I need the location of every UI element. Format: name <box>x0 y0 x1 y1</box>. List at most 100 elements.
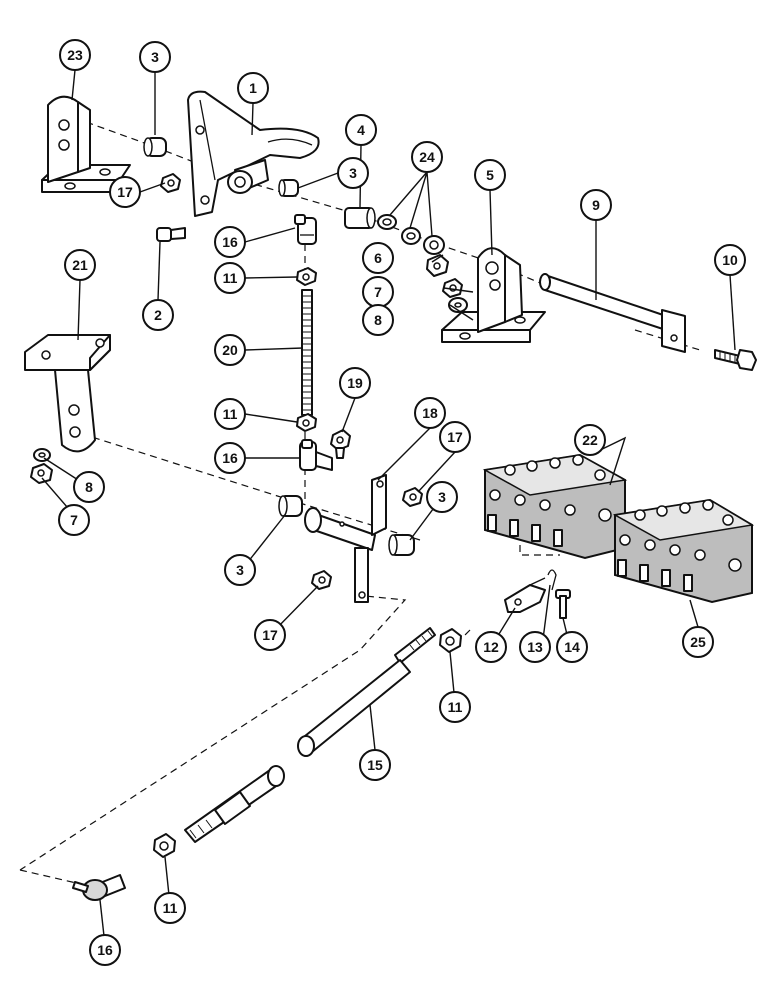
callout-11-lower: 11 <box>154 892 186 924</box>
callout-10: 10 <box>714 244 746 276</box>
bushing-3-top-left <box>143 137 167 157</box>
washer-8-right <box>448 297 468 313</box>
control-rod-15 <box>184 627 436 843</box>
svg-text:11: 11 <box>223 270 238 286</box>
svg-text:11: 11 <box>448 699 463 715</box>
svg-text:7: 7 <box>70 512 78 528</box>
callout-2: 2 <box>142 299 174 331</box>
svg-text:22: 22 <box>582 432 598 448</box>
control-valve-22 <box>482 453 628 560</box>
grease-fitting-19 <box>330 429 351 459</box>
svg-text:9: 9 <box>592 197 600 213</box>
fitting-16-upper <box>294 214 317 245</box>
clevis-12 <box>504 577 546 613</box>
ball-joint-16-lower <box>72 874 126 901</box>
callout-16-upper: 16 <box>214 226 246 258</box>
svg-text:18: 18 <box>422 405 438 421</box>
svg-text:16: 16 <box>97 942 113 958</box>
callout-1: 1 <box>237 72 269 104</box>
pedal-lever-1 <box>187 90 320 217</box>
callout-4: 4 <box>345 114 377 146</box>
nut-6 <box>426 254 449 277</box>
svg-text:3: 3 <box>438 489 446 505</box>
callout-16-lower: 16 <box>89 934 121 966</box>
washer-8-left <box>33 448 51 462</box>
callout-5: 5 <box>474 159 506 191</box>
fitting-16-middle <box>299 439 333 471</box>
bracket-23 <box>41 95 131 193</box>
nut-11-upper <box>296 267 317 286</box>
svg-text:20: 20 <box>222 342 238 358</box>
bushing-3-top-right <box>278 179 299 197</box>
svg-text:13: 13 <box>527 639 543 655</box>
svg-text:16: 16 <box>222 450 238 466</box>
callout-16-middle: 16 <box>214 442 246 474</box>
callout-13: 13 <box>519 631 551 663</box>
svg-text:3: 3 <box>151 49 159 65</box>
svg-text:19: 19 <box>347 375 363 391</box>
svg-text:11: 11 <box>223 406 238 422</box>
spacer-4 <box>344 207 376 229</box>
callout-11-right: 11 <box>439 691 471 723</box>
svg-text:25: 25 <box>690 634 706 650</box>
svg-text:17: 17 <box>447 429 463 445</box>
control-valve-25 <box>612 498 755 604</box>
callout-17-middle-right: 17 <box>439 421 471 453</box>
svg-text:23: 23 <box>67 47 83 63</box>
callout-18: 18 <box>414 397 446 429</box>
svg-text:12: 12 <box>483 639 499 655</box>
callout-23: 23 <box>59 39 91 71</box>
callout-3-middle-left: 3 <box>224 554 256 586</box>
shaft-9 <box>539 273 686 353</box>
callout-3-top-right: 3 <box>337 157 369 189</box>
svg-text:1: 1 <box>249 80 257 96</box>
svg-text:17: 17 <box>117 184 133 200</box>
callout-15: 15 <box>359 749 391 781</box>
nut-17-lower <box>311 570 332 590</box>
callout-6: 6 <box>362 242 394 274</box>
svg-text:3: 3 <box>236 562 244 578</box>
nut-17-middle-right <box>402 487 423 507</box>
svg-text:6: 6 <box>374 250 382 266</box>
callout-11-middle: 11 <box>214 398 246 430</box>
bolt-10 <box>714 349 757 371</box>
nut-11-middle <box>296 413 317 432</box>
nut-7-right <box>442 278 463 298</box>
nut-11-right <box>439 628 462 653</box>
svg-text:16: 16 <box>222 234 238 250</box>
bracket-21 <box>24 334 111 453</box>
washers-24 <box>377 214 445 255</box>
nut-17-top <box>160 173 181 193</box>
svg-text:17: 17 <box>262 627 278 643</box>
threaded-rod-20 <box>301 289 313 416</box>
svg-text:7: 7 <box>374 284 382 300</box>
callout-8-right: 8 <box>362 304 394 336</box>
callout-19: 19 <box>339 367 371 399</box>
svg-text:21: 21 <box>72 257 88 273</box>
callout-20: 20 <box>214 334 246 366</box>
callout-3-middle-right: 3 <box>426 481 458 513</box>
bushing-3-middle-left <box>278 495 303 517</box>
clevis-pin-14 <box>555 589 571 619</box>
cotter-pin-13 <box>547 569 557 591</box>
callout-7-left: 7 <box>58 504 90 536</box>
leader-lines <box>41 69 736 946</box>
callout-25: 25 <box>682 626 714 658</box>
svg-text:10: 10 <box>722 252 738 268</box>
callout-17-lower: 17 <box>254 619 286 651</box>
svg-text:2: 2 <box>154 307 162 323</box>
svg-text:24: 24 <box>419 149 435 165</box>
callout-24: 24 <box>411 141 443 173</box>
svg-text:8: 8 <box>374 312 382 328</box>
nut-7-left <box>30 463 53 484</box>
callout-14: 14 <box>556 631 588 663</box>
screw-2 <box>156 227 186 242</box>
svg-text:15: 15 <box>367 757 383 773</box>
callout-22: 22 <box>574 424 606 456</box>
nut-11-lower <box>153 833 176 858</box>
callout-8-left: 8 <box>73 471 105 503</box>
callout-3-top-left: 3 <box>139 41 171 73</box>
svg-text:4: 4 <box>357 122 365 138</box>
svg-text:8: 8 <box>85 479 93 495</box>
